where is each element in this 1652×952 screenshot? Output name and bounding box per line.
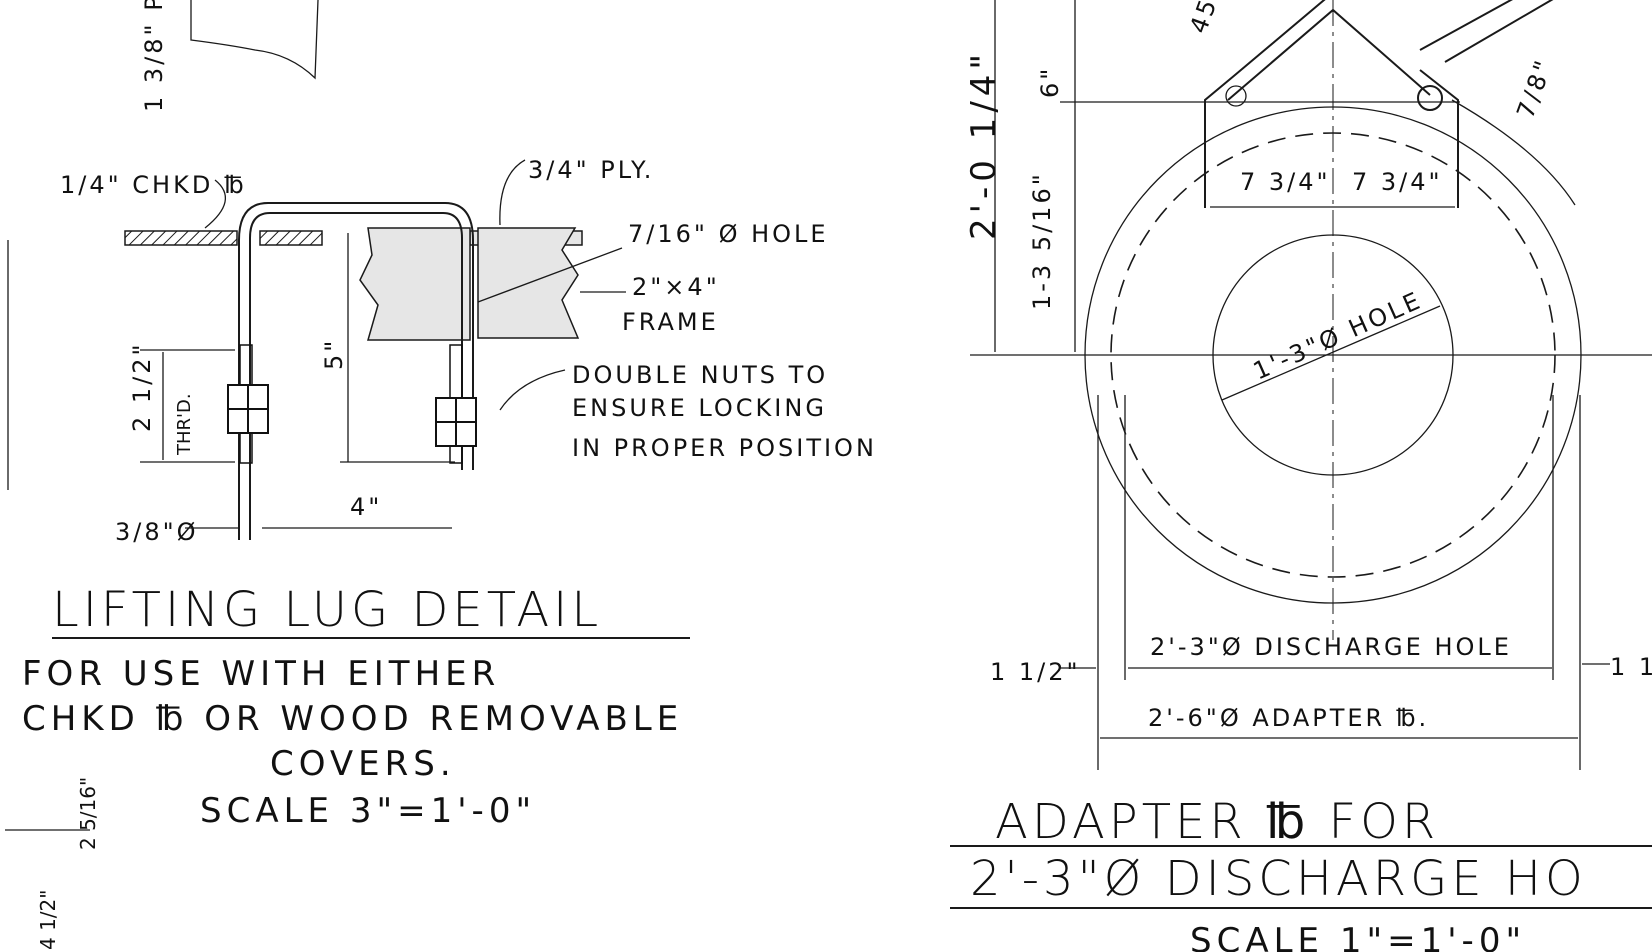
adapter-plate-circle <box>1084 106 1582 604</box>
bracket-right-edge <box>1419 69 1459 208</box>
lug-scale: SCALE 3"=1'-0" <box>200 791 536 831</box>
adapter-title-2: 2'-3"Ø DISCHARGE HO <box>970 851 1587 907</box>
center-hole-label: 1'-3"Ø HOLE <box>1249 286 1426 386</box>
left-bottom-dim-1: 2 5/16" <box>76 777 100 850</box>
angle-45-label: 45 <box>1184 0 1223 37</box>
rod-dia-label: 3/8"Ø <box>115 518 199 546</box>
dim-5-label: 5" <box>320 338 348 370</box>
adapter-plate-detail: 1'-3"Ø HOLE 45 7/8" 7 3/4" 7 3/4" 6" 2'-… <box>950 0 1652 952</box>
bracket-diag-right <box>1444 0 1554 63</box>
adapter-title-1: ADAPTER ℔ FOR <box>995 794 1439 850</box>
dim-pro-label: 1 3/8" PRO <box>140 0 168 112</box>
dim-6-label: 6" <box>1036 66 1064 98</box>
dim-7-8-label: 7/8" <box>1511 55 1558 123</box>
leader-hole <box>477 247 623 303</box>
dim-1-half-right: 1 1/2 <box>1610 653 1652 681</box>
adapter-scale: SCALE 1"=1'-0" <box>1190 921 1526 952</box>
dim-4-label: 4" <box>350 493 382 521</box>
chkd-plate-mid <box>259 230 323 246</box>
adapter-label: 2'-6"Ø ADAPTER ℔. <box>1148 704 1429 732</box>
lifting-lug-detail: 1 3/8" PRO 1/4" CHKD ℔ 3/4" PLY. 7/16" <box>5 0 877 950</box>
bracket-diag-right-inner <box>1419 0 1513 51</box>
left-bottom-dim-2: 4 1/2" <box>36 890 60 950</box>
dim-1-half-left: 1 1/2" <box>990 658 1081 686</box>
bracket-top-inner <box>1227 8 1431 101</box>
dim-7-3-4-left: 7 3/4" <box>1240 168 1331 196</box>
discharge-hole-circle <box>1110 132 1556 578</box>
chkd-plate-left <box>124 230 238 246</box>
chkd-plate-label: 1/4" CHKD ℔ <box>60 171 247 199</box>
frame-label-1: 2"×4" <box>632 273 720 301</box>
nut-left <box>227 384 269 434</box>
bolt-hole-left <box>1225 85 1247 107</box>
bolt-hole-right <box>1417 85 1443 111</box>
leader-ply <box>499 159 526 226</box>
top-profile-fragment <box>190 0 319 80</box>
thread-dim-sub: THR'D. <box>174 393 195 456</box>
dim-1-3-label: 1-3 5/16" <box>1028 171 1056 310</box>
dim-7-3-4-right: 7 3/4" <box>1352 168 1443 196</box>
hole-label: 7/16" Ø HOLE <box>628 220 829 248</box>
u-bolt-inner <box>238 202 474 540</box>
lifting-lug-title: LIFTING LUG DETAIL <box>52 582 602 638</box>
dim-overall-label: 2'-0 1/4" <box>964 49 1004 240</box>
nuts-note-3: IN PROPER POSITION <box>572 434 877 462</box>
leader-bolt-right <box>1451 99 1576 206</box>
nuts-note-1: DOUBLE NUTS TO <box>572 361 828 389</box>
discharge-label: 2'-3"Ø DISCHARGE HOLE <box>1150 633 1512 661</box>
thread-dim-label: 2 1/2" <box>128 341 156 432</box>
lug-note-2: CHKD ℔ OR WOOD REMOVABLE <box>22 699 683 739</box>
leader-chkd <box>204 179 227 229</box>
bracket-left-edge <box>1204 0 1326 208</box>
lug-note-1: FOR USE WITH EITHER <box>22 654 500 694</box>
nut-right <box>435 397 477 447</box>
ply-label: 3/4" PLY. <box>528 156 654 184</box>
lug-note-3: COVERS. <box>270 744 456 784</box>
nuts-note-2: ENSURE LOCKING <box>572 394 827 422</box>
center-hole-circle <box>1212 234 1454 476</box>
frame-2x4 <box>359 227 471 341</box>
leader-nuts <box>499 369 566 411</box>
center-hole-dim <box>1221 305 1441 401</box>
u-bolt-outer <box>249 212 463 540</box>
frame-label-2: FRAME <box>622 308 719 336</box>
